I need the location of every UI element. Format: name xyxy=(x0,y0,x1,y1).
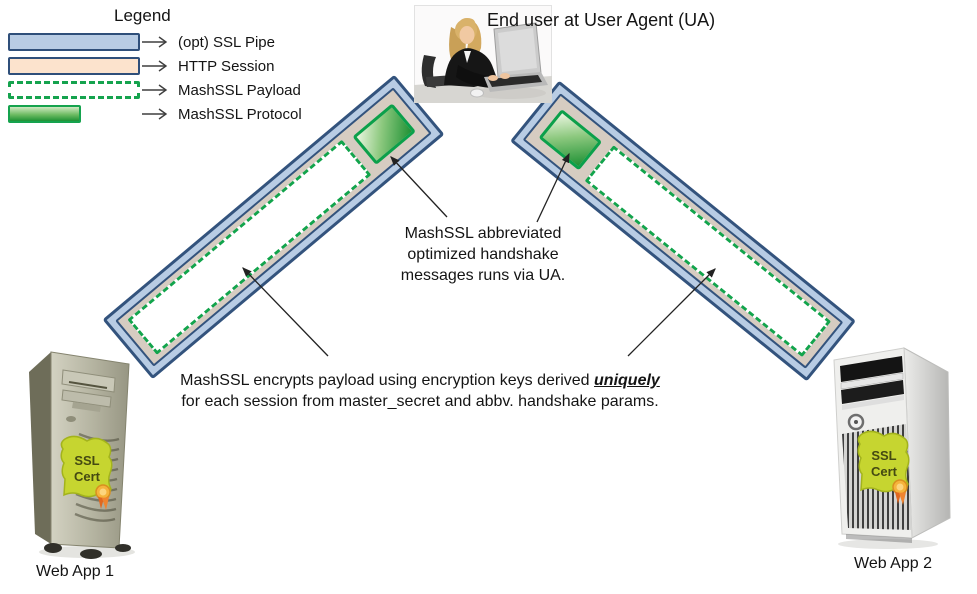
legend-item-ssl-pipe: (opt) SSL Pipe xyxy=(8,30,318,54)
end-user-photo xyxy=(414,5,552,103)
encryption-text: MashSSL encrypts payload using encryptio… xyxy=(180,372,595,389)
mashssl-payload-right xyxy=(584,145,832,358)
web-app-2-label: Web App 2 xyxy=(854,555,932,572)
http-session-swatch xyxy=(8,57,142,75)
legend-item-label: (opt) SSL Pipe xyxy=(178,33,275,51)
mashssl-payload-swatch xyxy=(8,81,142,99)
legend-item-label: HTTP Session xyxy=(178,57,275,75)
handshake-line: MashSSL abbreviated xyxy=(404,225,562,242)
handshake-annotation: MashSSL abbreviated optimized handshake … xyxy=(356,224,610,286)
web-app-2-server: SSL Cert xyxy=(826,346,956,550)
right-arrow-icon xyxy=(142,108,168,120)
cert-label-line1: SSL xyxy=(74,453,99,468)
mashssl-payload-left xyxy=(127,139,372,355)
cert-label-line2: Cert xyxy=(74,469,101,484)
legend-item-label: MashSSL Payload xyxy=(178,81,301,99)
legend-item-http-session: HTTP Session xyxy=(8,54,318,78)
legend: Legend (opt) SSL Pipe HTTP Session MashS… xyxy=(8,6,318,126)
legend-item-label: MashSSL Protocol xyxy=(178,105,302,123)
web-app-1-server: SSL Cert xyxy=(27,338,141,560)
handshake-line: optimized handshake xyxy=(407,245,559,263)
cert-label-line2: Cert xyxy=(871,464,898,479)
legend-title: Legend xyxy=(114,6,171,25)
legend-item-mashssl-payload: MashSSL Payload xyxy=(8,78,318,102)
encryption-annotation: MashSSL encrypts payload using encryptio… xyxy=(156,371,684,413)
right-arrow-icon xyxy=(142,84,168,96)
ssl-cert-badge: SSL Cert xyxy=(60,435,113,510)
right-arrow-icon xyxy=(142,60,168,72)
right-arrow-icon xyxy=(142,36,168,48)
handshake-line: messages runs via UA. xyxy=(400,266,566,284)
mashssl-protocol-swatch xyxy=(8,105,142,123)
ssl-cert-badge: SSL Cert xyxy=(857,430,910,505)
mashssl-protocol-block-right xyxy=(538,109,603,171)
web-app-1-label: Web App 1 xyxy=(36,563,114,580)
encryption-emphasis: uniquely xyxy=(594,372,660,389)
mashssl-protocol-block-left xyxy=(352,103,417,166)
legend-item-mashssl-protocol: MashSSL Protocol xyxy=(8,102,318,126)
encryption-text-line2: for each session from master_secret and … xyxy=(181,392,659,410)
cert-label-line1: SSL xyxy=(871,448,896,463)
page-title: End user at User Agent (UA) xyxy=(487,10,716,30)
ssl-pipe-swatch xyxy=(8,33,142,51)
